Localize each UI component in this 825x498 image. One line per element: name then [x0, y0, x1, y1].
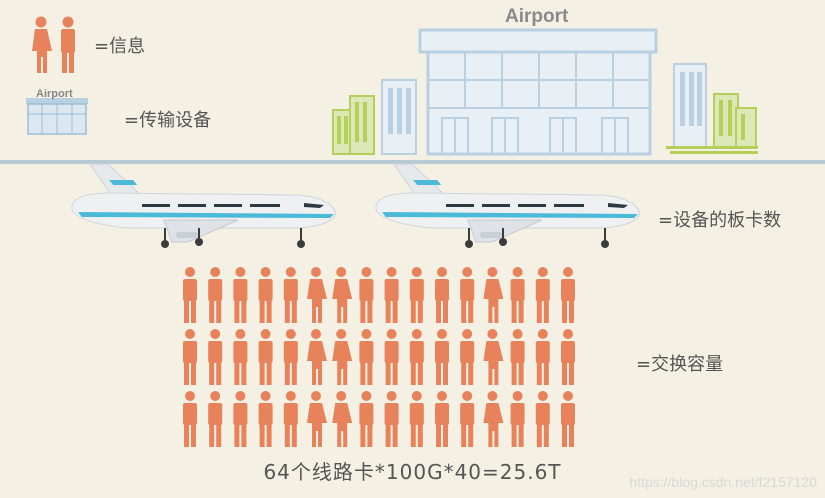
person-icon — [332, 391, 353, 447]
formula-text: 64个线路卡*100G*40=25.6T — [263, 460, 562, 484]
person-icon — [332, 267, 353, 323]
person-icon — [483, 391, 504, 447]
person-icon — [307, 329, 327, 385]
person-icon — [460, 329, 475, 385]
person-icon — [283, 391, 298, 447]
airplane-shape — [71, 163, 337, 248]
person-icon — [384, 329, 399, 385]
person-icon — [359, 391, 374, 447]
person-icon — [233, 267, 248, 323]
ground-line — [0, 160, 825, 164]
small-airport-sign: Airport — [36, 88, 73, 100]
person-icon — [258, 267, 273, 323]
person-icon — [283, 267, 298, 323]
crowd-grid — [178, 265, 598, 450]
people-legend-icon — [32, 16, 75, 73]
person-icon — [258, 391, 273, 447]
person-icon — [359, 329, 374, 385]
person-icon — [483, 329, 504, 385]
board-count-label: =设备的板卡数 — [658, 210, 782, 231]
person-icon — [359, 267, 374, 323]
person-icon — [208, 329, 223, 385]
person-icon — [332, 329, 353, 385]
person-icon — [283, 329, 298, 385]
crowd-svg — [183, 267, 575, 447]
small-airport-building-icon — [26, 98, 88, 135]
person-icon — [435, 267, 449, 323]
person-icon — [535, 329, 550, 385]
watermark: https://blog.csdn.net/f2157120 — [629, 474, 817, 490]
person-icon — [409, 329, 424, 385]
person-icon — [435, 329, 449, 385]
person-icon — [460, 391, 475, 447]
person-icon — [384, 267, 399, 323]
right-small-buildings — [666, 63, 758, 154]
person-icon — [460, 267, 475, 323]
person-icon — [510, 329, 525, 385]
person-icon — [535, 267, 550, 323]
person-icon — [183, 329, 197, 385]
person-icon — [409, 267, 424, 323]
person-icon — [561, 391, 575, 447]
person-icon — [258, 329, 273, 385]
transport-label: =传输设备 — [124, 110, 212, 131]
airport-sign: Airport — [505, 6, 569, 27]
person-icon — [483, 267, 504, 323]
person-icon — [233, 391, 248, 447]
airplane-icon-2 — [375, 163, 641, 248]
info-label: =信息 — [94, 36, 146, 57]
person-icon — [233, 329, 248, 385]
person-icon — [409, 391, 424, 447]
airplane-shape — [375, 163, 641, 248]
person-icon — [561, 329, 575, 385]
airport-scene — [332, 28, 758, 156]
person-icon — [535, 391, 550, 447]
person-icon — [183, 267, 197, 323]
person-icon — [510, 267, 525, 323]
person-icon — [307, 267, 327, 323]
airplane-icon-1 — [71, 163, 337, 248]
person-icon — [208, 267, 223, 323]
person-icon — [183, 391, 197, 447]
person-icon — [561, 267, 575, 323]
left-small-buildings — [332, 79, 417, 155]
person-icon — [307, 391, 327, 447]
person-icon — [510, 391, 525, 447]
capacity-label: =交换容量 — [636, 354, 724, 375]
person-icon — [208, 391, 223, 447]
airport-terminal — [418, 28, 658, 156]
person-icon — [384, 391, 399, 447]
person-icon — [435, 391, 449, 447]
